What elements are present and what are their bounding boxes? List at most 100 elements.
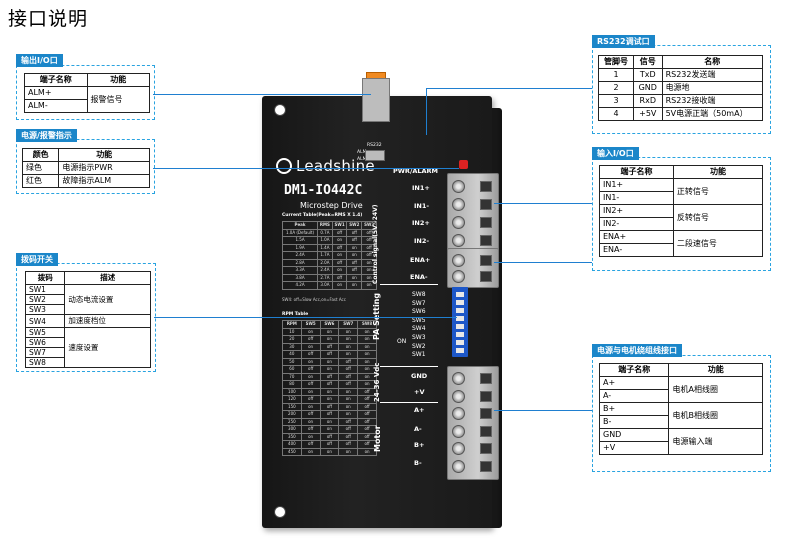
rpm-table-cell: off (300, 395, 321, 404)
rpm-table-cell: off (319, 432, 340, 441)
current-table-cell: on (346, 243, 363, 252)
terminal-screw[interactable] (452, 372, 465, 385)
sw-label: SW3 (412, 334, 426, 341)
rpm-table-cell: on (319, 395, 340, 404)
rpm-table-cell: off (338, 365, 359, 374)
current-table-cell: on (346, 281, 363, 290)
rpm-table-cell: off (300, 335, 321, 344)
terminal-screw[interactable] (452, 407, 465, 420)
terminal-screw[interactable] (452, 198, 465, 211)
rpm-table-cell: on (357, 342, 377, 351)
rpm-table-cell: on (300, 432, 321, 441)
alm-minus-tag: ALM- (357, 150, 369, 155)
terminal-slot (480, 390, 492, 402)
connector-line (153, 168, 459, 169)
terminal-screw[interactable] (452, 234, 465, 247)
rs232-tag: RS232 (367, 143, 382, 148)
brand-mark-icon (276, 158, 292, 174)
indicator-color: 绿色 (21, 161, 60, 175)
rpm-table-cell: 300 (282, 425, 302, 434)
dip-switch-id: SW5 (24, 327, 66, 338)
connector-line (153, 94, 371, 95)
section-divider (380, 284, 438, 285)
terminal-screw[interactable] (452, 216, 465, 229)
input-pin: ENA- (599, 243, 674, 257)
input-pin: IN1+ (599, 178, 674, 192)
terminal-screw[interactable] (452, 424, 465, 438)
dip-lever[interactable] (456, 316, 464, 321)
terminal-slot (480, 425, 492, 437)
dip-lever[interactable] (456, 324, 464, 329)
rpm-table-cell: 200 (282, 410, 302, 419)
dip-lever[interactable] (456, 340, 464, 345)
dip-lever[interactable] (456, 300, 464, 305)
terminal-screw[interactable] (452, 442, 465, 455)
input-pin: IN2+ (599, 204, 674, 218)
power-alarm-table: 颜色功能 绿色电源指示PWR 红色故障指示ALM (21, 148, 150, 188)
power-alarm-label: 电源/报警指示 (16, 129, 77, 142)
rs232-port[interactable] (365, 150, 385, 161)
dip-lever[interactable] (456, 292, 464, 297)
input-pin: IN2- (599, 217, 674, 231)
current-table-cell: off (346, 266, 363, 275)
rpm-table-title: RPM Table (282, 312, 309, 317)
rpm-table-cell: on (338, 410, 359, 419)
current-table-cell: 1.0A (Default) (281, 228, 319, 237)
power-motor-function: 电源输入端 (668, 428, 763, 455)
alarm-io-pin: ALM- (24, 99, 88, 113)
rpm-table-cell: on (319, 357, 340, 366)
rpm-table-cell: off (319, 440, 340, 449)
dip-switch-block[interactable] (452, 287, 468, 357)
current-table-cell: on (331, 236, 348, 245)
current-table-cell: 1.9A (281, 243, 319, 252)
page-title: 接口说明 (8, 8, 89, 30)
rpm-table-header: RPM (282, 320, 302, 329)
rpm-table-cell: off (338, 372, 359, 381)
rs232-signal: +5V (632, 107, 663, 121)
dip-lever[interactable] (456, 332, 464, 337)
current-table-cell: 3.3A (281, 266, 319, 275)
terminal-screw[interactable] (452, 270, 465, 283)
rs232-signal: RxD (632, 94, 663, 108)
alarm-connector[interactable] (362, 78, 390, 122)
rpm-table-cell: off (300, 410, 321, 419)
rpm-table-cell: 350 (282, 432, 302, 441)
rpm-table-cell: 450 (282, 447, 302, 456)
rpm-table-cell: on (300, 447, 321, 456)
dip-lever[interactable] (456, 348, 464, 353)
rpm-table-cell: off (300, 440, 321, 449)
rpm-table-cell: on (338, 387, 359, 396)
sw-label: SW5 (412, 316, 426, 324)
terminal-screw[interactable] (452, 459, 465, 473)
current-table-cell: 2.4A (317, 266, 333, 275)
rs232-signal: TxD (632, 68, 663, 82)
dip-lever[interactable] (456, 308, 464, 313)
current-table-cell: 2.4A (281, 251, 319, 260)
rpm-table-cell: 70 (282, 372, 302, 381)
rpm-table-cell: on (319, 365, 340, 374)
terminal-screw[interactable] (452, 180, 465, 193)
rpm-table-cell: off (319, 372, 340, 381)
terminal-screw[interactable] (452, 389, 465, 403)
brand-name: Leadshine (296, 157, 375, 175)
current-table-cell: off (331, 243, 348, 252)
power-motor-pin: B+ (598, 402, 670, 416)
sw-label: SW6 (412, 308, 426, 316)
rpm-table-cell: on (300, 327, 321, 336)
rpm-table-cell: off (338, 357, 359, 366)
current-table-cell: 2.7A (317, 273, 333, 282)
rs232-pin: 4 (598, 107, 634, 121)
current-table-cell: 1.7A (317, 251, 333, 260)
on-label: ON (397, 338, 407, 345)
in-label: IN1+ (412, 184, 430, 192)
rs232-pin: 1 (598, 68, 634, 82)
terminal-screw[interactable] (452, 254, 465, 267)
power-motor-pin: A- (598, 389, 670, 403)
rpm-table-cell: on (338, 395, 359, 404)
rpm-table-cell: on (338, 335, 359, 344)
sw-label: SW8 (412, 291, 426, 298)
rpm-table-cell: on (338, 342, 359, 351)
